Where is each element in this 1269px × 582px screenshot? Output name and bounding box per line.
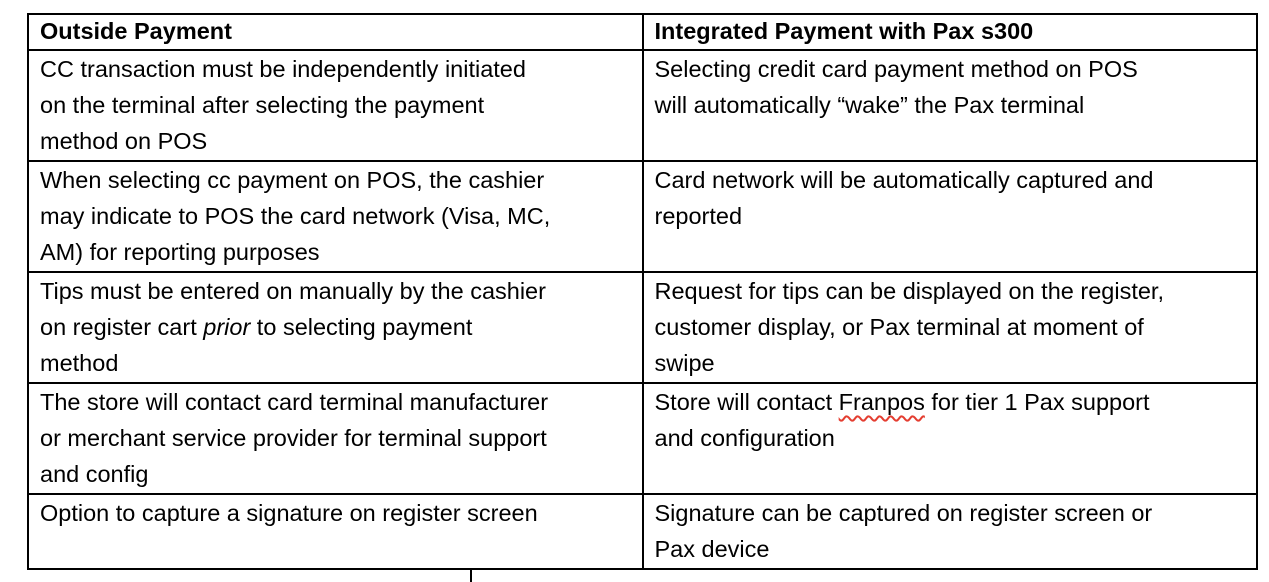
text-line: and config [40,456,633,492]
text-segment: Pax device [654,536,770,562]
table-row: Tips must be entered on manually by the … [27,271,1258,384]
text-line: customer display, or Pax terminal at mom… [655,309,1248,345]
text-line: on register cart prior to selecting paym… [40,309,633,345]
text-line: Store will contact Franpos for tier 1 Pa… [654,385,1248,420]
table-row: CC transaction must be independently ini… [27,49,1258,162]
text-segment: may indicate to POS the card network (Vi… [40,203,551,229]
table-cell-left: Option to capture a signature on registe… [27,493,644,570]
payment-comparison-table: Outside Payment Integrated Payment with … [27,13,1258,570]
text-segment: for tier 1 Pax support [924,389,1150,415]
table-cell-left: Tips must be entered on manually by the … [27,271,644,384]
text-segment: AM) for reporting purposes [40,239,320,265]
text-segment: Request for tips can be displayed on the… [654,278,1164,304]
text-line: The store will contact card terminal man… [40,385,633,420]
document-page: Outside Payment Integrated Payment with … [27,13,1258,582]
text-segment: on the terminal after selecting the paym… [40,92,485,118]
text-segment-italic: prior [203,314,251,340]
text-segment: and configuration [654,425,835,451]
text-line: will automatically “wake” the Pax termin… [655,87,1248,123]
text-line: When selecting cc payment on POS, the ca… [40,163,633,198]
text-line: CC transaction must be independently ini… [40,52,633,87]
text-segment: When selecting cc payment on POS, the ca… [40,167,545,193]
text-segment: Selecting credit card payment method on … [654,56,1138,82]
table-cell-right: Request for tips can be displayed on the… [641,271,1258,384]
table-cell-left: The store will contact card terminal man… [27,382,644,495]
text-segment: swipe [654,350,715,376]
text-segment: and config [40,461,149,487]
table-cell-left: CC transaction must be independently ini… [27,49,644,162]
text-line: or merchant service provider for termina… [40,420,633,456]
text-segment: method [40,350,119,376]
text-line: Card network will be automatically captu… [654,163,1248,198]
text-segment: Card network will be automatically captu… [654,167,1154,193]
text-segment: customer display, or Pax terminal at mom… [654,314,1144,340]
table-row: The store will contact card terminal man… [27,382,1258,495]
table-row: When selecting cc payment on POS, the ca… [27,160,1258,273]
text-line: and configuration [655,420,1248,456]
header-cell-integrated-payment: Integrated Payment with Pax s300 [641,13,1258,51]
text-segment: CC transaction must be independently ini… [40,56,526,82]
next-table-fragment-divider [470,570,472,582]
text-segment: reported [654,203,743,229]
text-line: method on POS [40,123,633,159]
text-line: Option to capture a signature on registe… [40,496,633,531]
header-row: Outside Payment Integrated Payment with … [27,13,1258,51]
text-line: swipe [655,345,1248,381]
header-cell-outside-payment: Outside Payment [27,13,644,51]
table-cell-right: Signature can be captured on register sc… [641,493,1258,570]
text-line: Pax device [655,531,1248,567]
table-row: Option to capture a signature on registe… [27,493,1258,570]
text-segment: method on POS [40,128,208,154]
text-segment: or merchant service provider for termina… [40,425,547,451]
text-line: Signature can be captured on register sc… [654,496,1248,531]
text-line: method [40,345,633,381]
table-cell-right: Store will contact Franpos for tier 1 Pa… [641,382,1258,495]
table-cell-left: When selecting cc payment on POS, the ca… [27,160,644,273]
table-cell-right: Card network will be automatically captu… [641,160,1258,273]
text-line: Tips must be entered on manually by the … [40,274,633,309]
text-segment: Signature can be captured on register sc… [654,500,1153,526]
text-segment: Tips must be entered on manually by the … [40,278,546,304]
text-segment: Store will contact [654,389,839,415]
text-segment: The store will contact card terminal man… [40,389,549,415]
text-segment: on register cart [40,314,204,340]
text-segment: to selecting payment [250,314,473,340]
text-segment: will automatically “wake” the Pax termin… [654,92,1085,118]
text-line: reported [655,198,1248,234]
table-cell-right: Selecting credit card payment method on … [641,49,1258,162]
text-line: on the terminal after selecting the paym… [40,87,633,123]
text-segment: Option to capture a signature on registe… [40,500,538,526]
text-line: Request for tips can be displayed on the… [654,274,1248,309]
text-segment-spellcheck: Franpos [838,389,925,415]
text-line: may indicate to POS the card network (Vi… [40,198,633,234]
text-line: AM) for reporting purposes [40,234,633,270]
text-line: Selecting credit card payment method on … [654,52,1248,87]
